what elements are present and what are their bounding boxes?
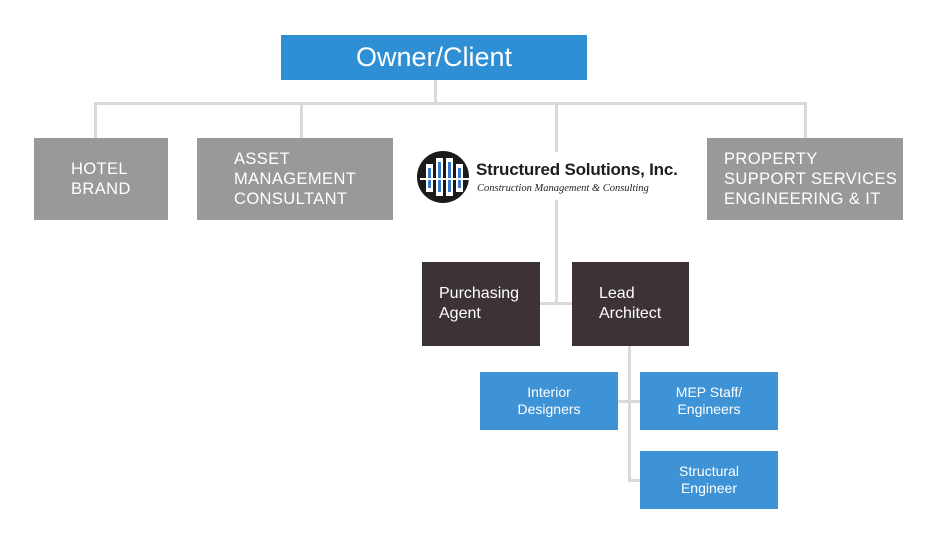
purchasing-agent-box: Purchasing Agent xyxy=(422,262,540,346)
property-support-label: PROPERTY SUPPORT SERVICES ENGINEERING & … xyxy=(724,149,898,209)
interior-designers-box: Interior Designers xyxy=(480,372,618,430)
asset-management-box: ASSET MANAGEMENT CONSULTANT xyxy=(197,138,393,220)
connector-hotel-brand xyxy=(94,102,97,138)
asset-management-label: ASSET MANAGEMENT CONSULTANT xyxy=(234,149,357,209)
owner-client-label: Owner/Client xyxy=(355,42,513,73)
hotel-brand-label: HOTEL BRAND xyxy=(71,159,131,198)
lead-architect-label: Lead Architect xyxy=(599,285,662,322)
logo-company-name: Structured Solutions, Inc. xyxy=(476,160,678,179)
connector-structural xyxy=(628,479,642,482)
connector-top-horizontal xyxy=(94,102,807,105)
hotel-brand-box: HOTEL BRAND xyxy=(34,138,168,220)
lead-architect-box: Lead Architect xyxy=(572,262,689,346)
structural-engineer-label: Structural Engineer xyxy=(679,462,739,496)
connector-owner-down xyxy=(434,80,437,104)
connector-middle-horizontal xyxy=(540,302,572,305)
structured-solutions-logo: Structured Solutions, Inc. Construction … xyxy=(416,150,686,203)
property-support-box: PROPERTY SUPPORT SERVICES ENGINEERING & … xyxy=(707,138,903,220)
connector-logo-up xyxy=(555,102,558,152)
connector-asset-management xyxy=(300,102,303,138)
mep-staff-box: MEP Staff/ Engineers xyxy=(640,372,778,430)
purchasing-agent-label: Purchasing Agent xyxy=(439,285,520,322)
interior-designers-label: Interior Designers xyxy=(517,383,581,417)
connector-logo-down xyxy=(555,200,558,303)
logo-emblem-icon xyxy=(417,151,472,203)
connector-architect-down xyxy=(628,346,631,482)
structural-engineer-box: Structural Engineer xyxy=(640,451,778,509)
mep-staff-label: MEP Staff/ Engineers xyxy=(675,383,743,417)
owner-client-box: Owner/Client xyxy=(281,35,587,80)
connector-property-support xyxy=(804,102,807,138)
logo-tagline: Construction Management & Consulting xyxy=(477,183,649,194)
connector-bottom-horizontal xyxy=(616,400,642,403)
